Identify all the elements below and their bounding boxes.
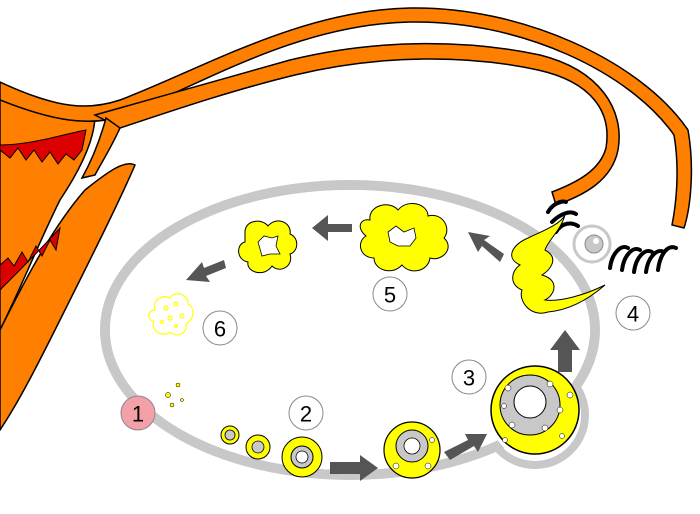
svg-text:1: 1 <box>132 402 144 427</box>
svg-text:3: 3 <box>463 366 475 391</box>
stage-label-6: 6 <box>202 310 238 346</box>
stage-label-3: 3 <box>451 359 487 395</box>
primary-follicle-small <box>220 425 240 445</box>
stage-label-2: 2 <box>288 395 324 431</box>
ovary-outline <box>100 180 600 480</box>
arrow-3-to-4 <box>550 330 580 372</box>
svg-text:6: 6 <box>214 317 226 342</box>
released-oocyte <box>572 224 612 264</box>
primary-follicle-medium <box>245 434 271 460</box>
stage-label-1: 1 <box>120 395 156 431</box>
stage-label-5: 5 <box>372 276 408 312</box>
endometrium-lower <box>0 226 61 291</box>
endometrium-upper <box>0 129 87 165</box>
stage-label-4: 4 <box>615 295 651 331</box>
arrow-4-to-5 <box>468 232 504 262</box>
corpus-albicans <box>148 293 194 336</box>
svg-text:2: 2 <box>300 402 312 427</box>
svg-text:4: 4 <box>627 302 639 327</box>
secondary-follicle <box>281 436 323 478</box>
fimbriae-right <box>608 245 678 274</box>
tertiary-follicle <box>383 421 441 479</box>
arrow-5-to-6a <box>312 215 352 241</box>
cycle-arrows <box>186 215 580 481</box>
arrow-tertiary-to-3 <box>444 434 487 460</box>
ruptured-follicle <box>511 214 606 314</box>
graafian-follicle <box>490 365 580 455</box>
arrow-6a-to-6b <box>186 260 226 282</box>
primordial-dots <box>165 382 184 408</box>
svg-text:5: 5 <box>384 283 396 308</box>
arrow-2-to-tertiary <box>330 455 378 481</box>
fallopian-tube-upper <box>0 7 693 229</box>
tube-descending <box>80 116 121 180</box>
